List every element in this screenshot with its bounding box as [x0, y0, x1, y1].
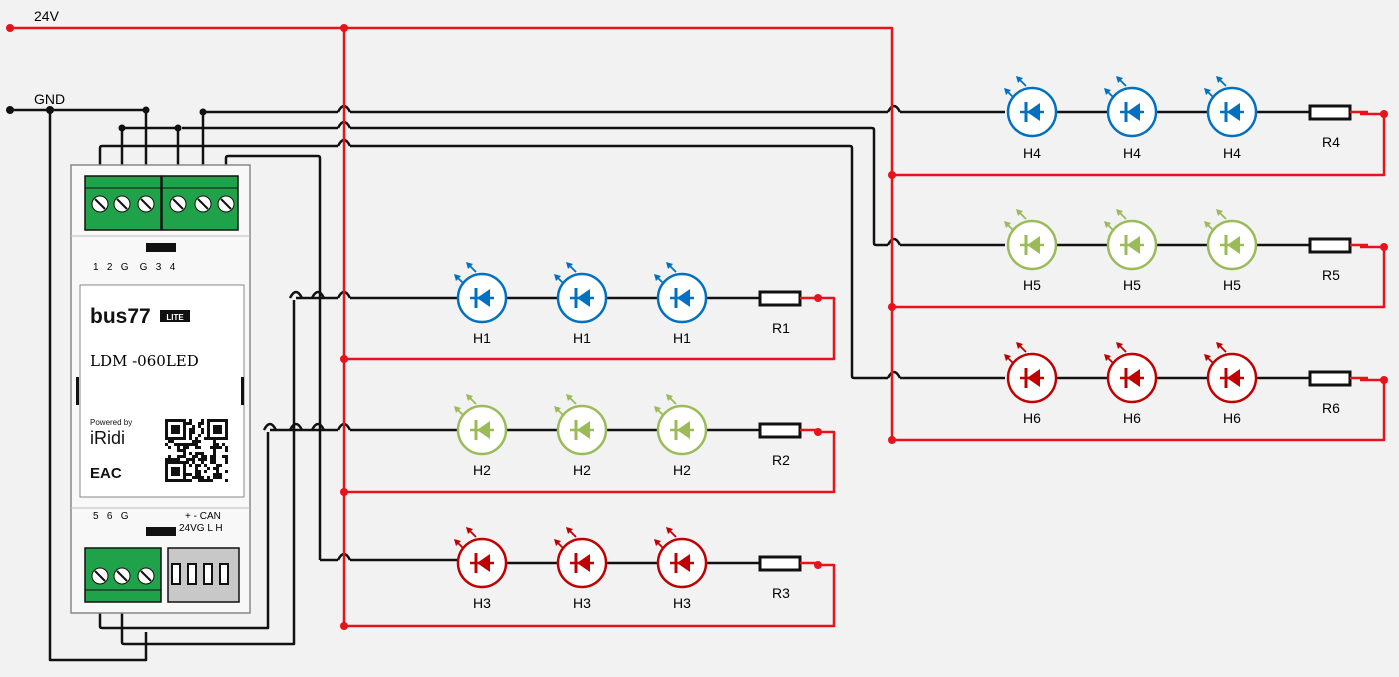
- resistor-r5: R5: [1308, 237, 1368, 283]
- led-h3: H3: [554, 527, 608, 611]
- can-connector: [167, 547, 240, 603]
- led-label: H6: [1123, 410, 1141, 426]
- led-h3: H3: [454, 527, 508, 611]
- led-h1: H1: [654, 262, 708, 346]
- led-h2: H2: [654, 394, 708, 478]
- resistor-label: R2: [772, 452, 790, 468]
- lite-badge: LITE: [166, 313, 184, 322]
- led-label: H5: [1123, 277, 1141, 293]
- qr-code: [164, 418, 230, 482]
- led-label: H1: [473, 330, 491, 346]
- led-label: H3: [573, 595, 591, 611]
- top-terminal-block: [84, 175, 239, 231]
- model-label: LDM -060LED: [90, 352, 199, 370]
- led-h5: H5: [1204, 209, 1258, 293]
- ldm-module: 1 2 G G 3 4 bus77 LITE LDM -060LED Power…: [70, 164, 251, 614]
- led-h4: H4: [1004, 76, 1058, 161]
- led-label: H2: [573, 462, 591, 478]
- can-label-bottom: 24VG L H: [179, 523, 223, 534]
- led-label: H6: [1223, 410, 1241, 426]
- led-label: H5: [1223, 277, 1241, 293]
- eac-mark: EAC: [90, 465, 122, 482]
- brand-logo: bus77: [90, 305, 151, 328]
- vendor-logo: iRidi: [90, 428, 125, 448]
- bottom-terminal-labels: 5 6 G: [93, 511, 129, 522]
- led-h1: H1: [554, 262, 608, 346]
- led-label: H2: [473, 462, 491, 478]
- label-24v: 24V: [34, 8, 60, 24]
- resistor-label: R4: [1322, 134, 1340, 150]
- resistor-label: R6: [1322, 400, 1340, 416]
- led-h2: H2: [454, 394, 508, 478]
- resistor-r2: R2: [758, 422, 818, 468]
- resistor-label: R3: [772, 585, 790, 601]
- control-wires: [10, 108, 1310, 662]
- powered-by-label: Powered by: [90, 418, 132, 427]
- resistor-r3: R3: [758, 555, 818, 601]
- led-h6: H6: [1004, 342, 1058, 426]
- led-label: H5: [1023, 277, 1041, 293]
- led-label: H6: [1023, 410, 1041, 426]
- resistor-r6: R6: [1308, 370, 1368, 416]
- led-h1: H1: [454, 262, 508, 346]
- led-h5: H5: [1004, 209, 1058, 293]
- led-label: H1: [673, 330, 691, 346]
- led-label: H1: [573, 330, 591, 346]
- resistor-r4: R4: [1308, 104, 1368, 150]
- top-terminal-labels: 1 2 G G 3 4: [93, 262, 176, 273]
- resistor-label: R5: [1322, 267, 1340, 283]
- led-label: H3: [473, 595, 491, 611]
- bottom-terminal-block: [84, 547, 162, 603]
- led-h3: H3: [654, 527, 708, 611]
- label-gnd: GND: [34, 91, 65, 107]
- led-h2: H2: [554, 394, 608, 478]
- resistor-r1: R1: [758, 290, 818, 336]
- can-label-top: + - CAN: [185, 511, 221, 522]
- led-label: H3: [673, 595, 691, 611]
- led-h5: H5: [1104, 209, 1158, 293]
- led-h4: H4: [1204, 76, 1258, 161]
- led-h6: H6: [1104, 342, 1158, 426]
- led-label: H4: [1123, 145, 1141, 161]
- resistor-label: R1: [772, 320, 790, 336]
- led-label: H2: [673, 462, 691, 478]
- led-label: H4: [1223, 145, 1241, 161]
- led-h6: H6: [1204, 342, 1258, 426]
- led-h4: H4: [1104, 76, 1158, 161]
- power-wires: [10, 26, 1386, 628]
- led-label: H4: [1023, 145, 1041, 161]
